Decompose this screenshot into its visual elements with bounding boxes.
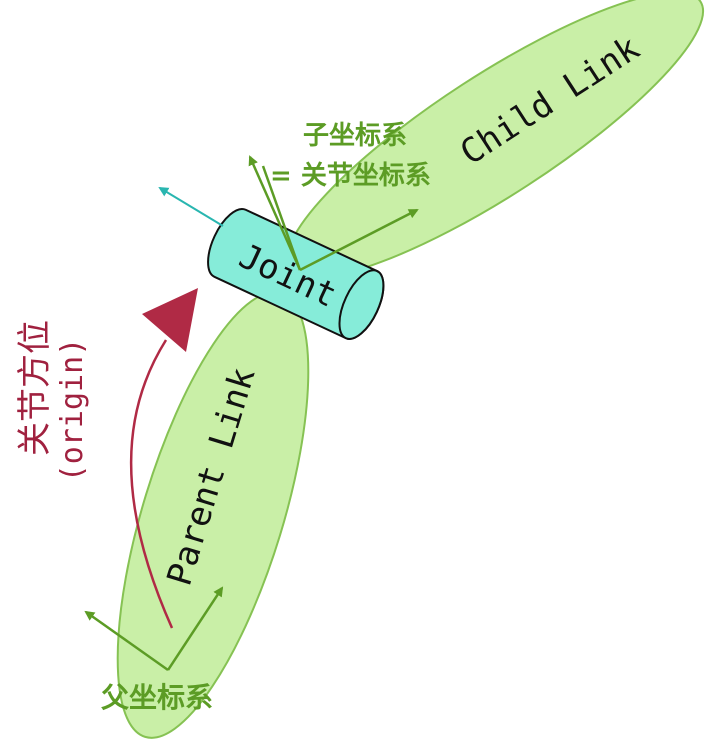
parent-frame-label: 父坐标系 — [101, 681, 213, 714]
child-frame-z-axis — [248, 155, 302, 271]
joint-cylinder — [207, 208, 385, 340]
child-frame-y-axis — [261, 165, 302, 271]
child-frame-label-line2: = 关节坐标系 — [270, 161, 431, 191]
parent-frame-axes — [84, 586, 224, 672]
origin-label-line2: (origin) — [55, 338, 90, 483]
child-frame-label-line1: 子坐标系 — [303, 121, 407, 151]
joint-frame-axes — [158, 155, 419, 272]
child-frame-x-axis — [299, 208, 419, 272]
origin-label-line1: 关节方位 — [15, 320, 55, 456]
parent-frame-y-axis — [84, 610, 169, 672]
joint-axis-arrow — [158, 186, 224, 227]
origin-arrow-head — [142, 288, 198, 352]
origin-arrow — [129, 288, 198, 629]
origin-arrow-curve — [129, 339, 174, 629]
parent-frame-x-axis — [166, 586, 224, 671]
